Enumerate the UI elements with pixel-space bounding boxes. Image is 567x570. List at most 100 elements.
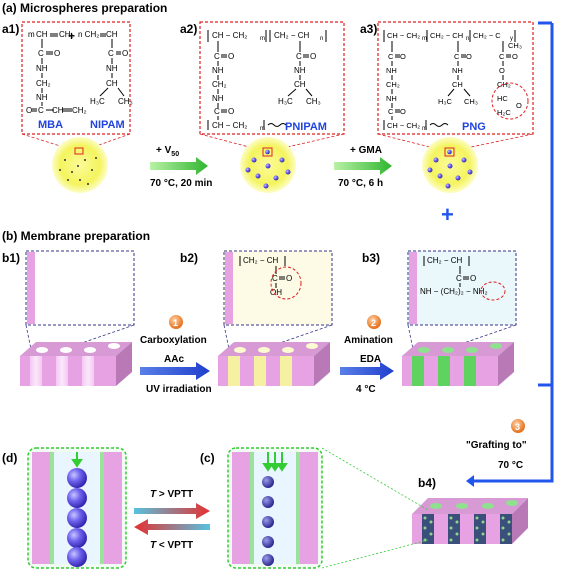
svg-text:CH − CH₂: CH − CH₂ [212,121,247,130]
a-step2-condition: 70 °C, 6 h [338,178,383,189]
svg-text:H₃C: H₃C [90,97,105,106]
combine-plus: + [441,202,454,227]
panel-d-label: (d) [2,451,17,465]
step2-number: 2 [371,318,376,328]
pnipam-label: PNIPAM [285,121,327,133]
step1-number: 1 [173,318,178,328]
svg-text:O: O [400,107,406,116]
zoom-line [451,133,534,152]
plus-sign: + [68,29,75,43]
step2-name: Amination [344,335,393,346]
svg-text:CH − CH₂: CH − CH₂ [387,31,420,40]
mba-ch: CH [36,30,48,39]
svg-text:HC: HC [497,94,508,103]
panel-b1-label: b1) [2,251,20,265]
amine-highlight [480,281,506,301]
svg-text:C: C [214,52,220,61]
sphere-png [422,137,478,193]
a-step2-reagent: + GMA [350,145,382,156]
sphere-pnipam [240,137,296,193]
svg-text:m: m [422,126,427,132]
panel-a3-box [377,21,534,135]
step2-badge [367,315,381,329]
png-label: PNG [462,121,486,133]
svg-text:O: O [310,52,316,61]
switch-lower-label: T < VPTT [150,540,193,551]
bracket-arrowhead [466,475,474,487]
svg-text:CH₂: CH₂ [386,80,400,89]
arrow-right-blue [340,362,394,380]
zoom-line [269,133,345,152]
svg-text:O: O [228,107,234,116]
right-bracket [538,21,554,470]
zoom-line [321,447,429,511]
switch-upper-label: T > VPTT [150,489,193,500]
panel-a1-label: a1) [2,22,19,36]
panel-a2-label: a2) [180,22,197,36]
svg-text:n CH₂: n CH₂ [78,30,99,39]
svg-text:m: m [28,30,35,39]
svg-text:NH: NH [386,94,397,103]
svg-text:C: C [388,52,394,61]
svg-text:CH: CH [106,30,118,39]
svg-text:C: C [388,107,394,116]
step3-number: 3 [515,422,520,432]
panel-a3-label: a3) [360,22,377,36]
svg-text:O: O [26,106,32,115]
step3-badge [511,419,525,433]
panel-b3-label: b3) [362,251,380,265]
svg-text:NH: NH [106,64,118,73]
svg-text:CH − CH₂: CH − CH₂ [212,31,247,40]
svg-text:CH₃: CH₃ [464,97,478,106]
svg-text:H₃C: H₃C [278,97,293,106]
svg-text:C: C [108,49,114,58]
svg-text:n: n [320,36,323,42]
svg-text:NH: NH [294,66,306,75]
step3-name: "Grafting to" [466,440,527,451]
svg-text:O: O [470,274,476,283]
svg-text:m: m [422,36,427,42]
step3-condition: 70 °C [498,460,523,471]
panel-b1-box [25,250,135,326]
svg-text:CH₂ − CH: CH₂ − CH [427,256,463,265]
a-step1-reagent: + V50 [156,145,179,158]
a-step1-condition: 70 °C, 20 min [150,178,212,189]
zoom-line [377,133,447,152]
panel-a2-box [199,21,345,135]
panel-b4-label: b4) [418,476,436,490]
svg-text:NH − (CH₂)₂ − NH₂: NH − (CH₂)₂ − NH₂ [420,287,488,296]
panel-d-pore-closed [27,447,127,569]
svg-text:C: C [272,274,278,283]
svg-text:C: C [214,107,220,116]
svg-text:O: O [228,52,234,61]
svg-text:O: O [512,52,518,61]
arrow-right-green [150,157,208,175]
svg-text:O: O [466,52,472,61]
svg-text:CH₂: CH₂ [72,106,87,115]
arrow-right-blue [140,362,210,380]
step1-badge [169,315,183,329]
zoom-line [321,539,429,569]
bracket-connector [470,470,554,483]
svg-text:O: O [54,49,60,58]
svg-text:C: C [499,52,505,61]
section-a-title: (a) Microspheres preparation [2,1,167,15]
svg-text:CH₂ − CH: CH₂ − CH [430,31,463,40]
svg-text:NH: NH [452,66,463,75]
svg-text:C: C [38,106,44,115]
svg-text:O: O [499,66,505,75]
svg-text:C: C [456,274,462,283]
svg-text:O: O [516,101,522,110]
arrow-right-green [334,157,392,175]
svg-text:CH₃: CH₃ [118,97,133,106]
svg-text:CH₃: CH₃ [508,41,522,50]
svg-text:m: m [260,126,265,132]
svg-text:H₃C: H₃C [438,97,452,106]
step1-name: Carboxylation [140,335,207,346]
